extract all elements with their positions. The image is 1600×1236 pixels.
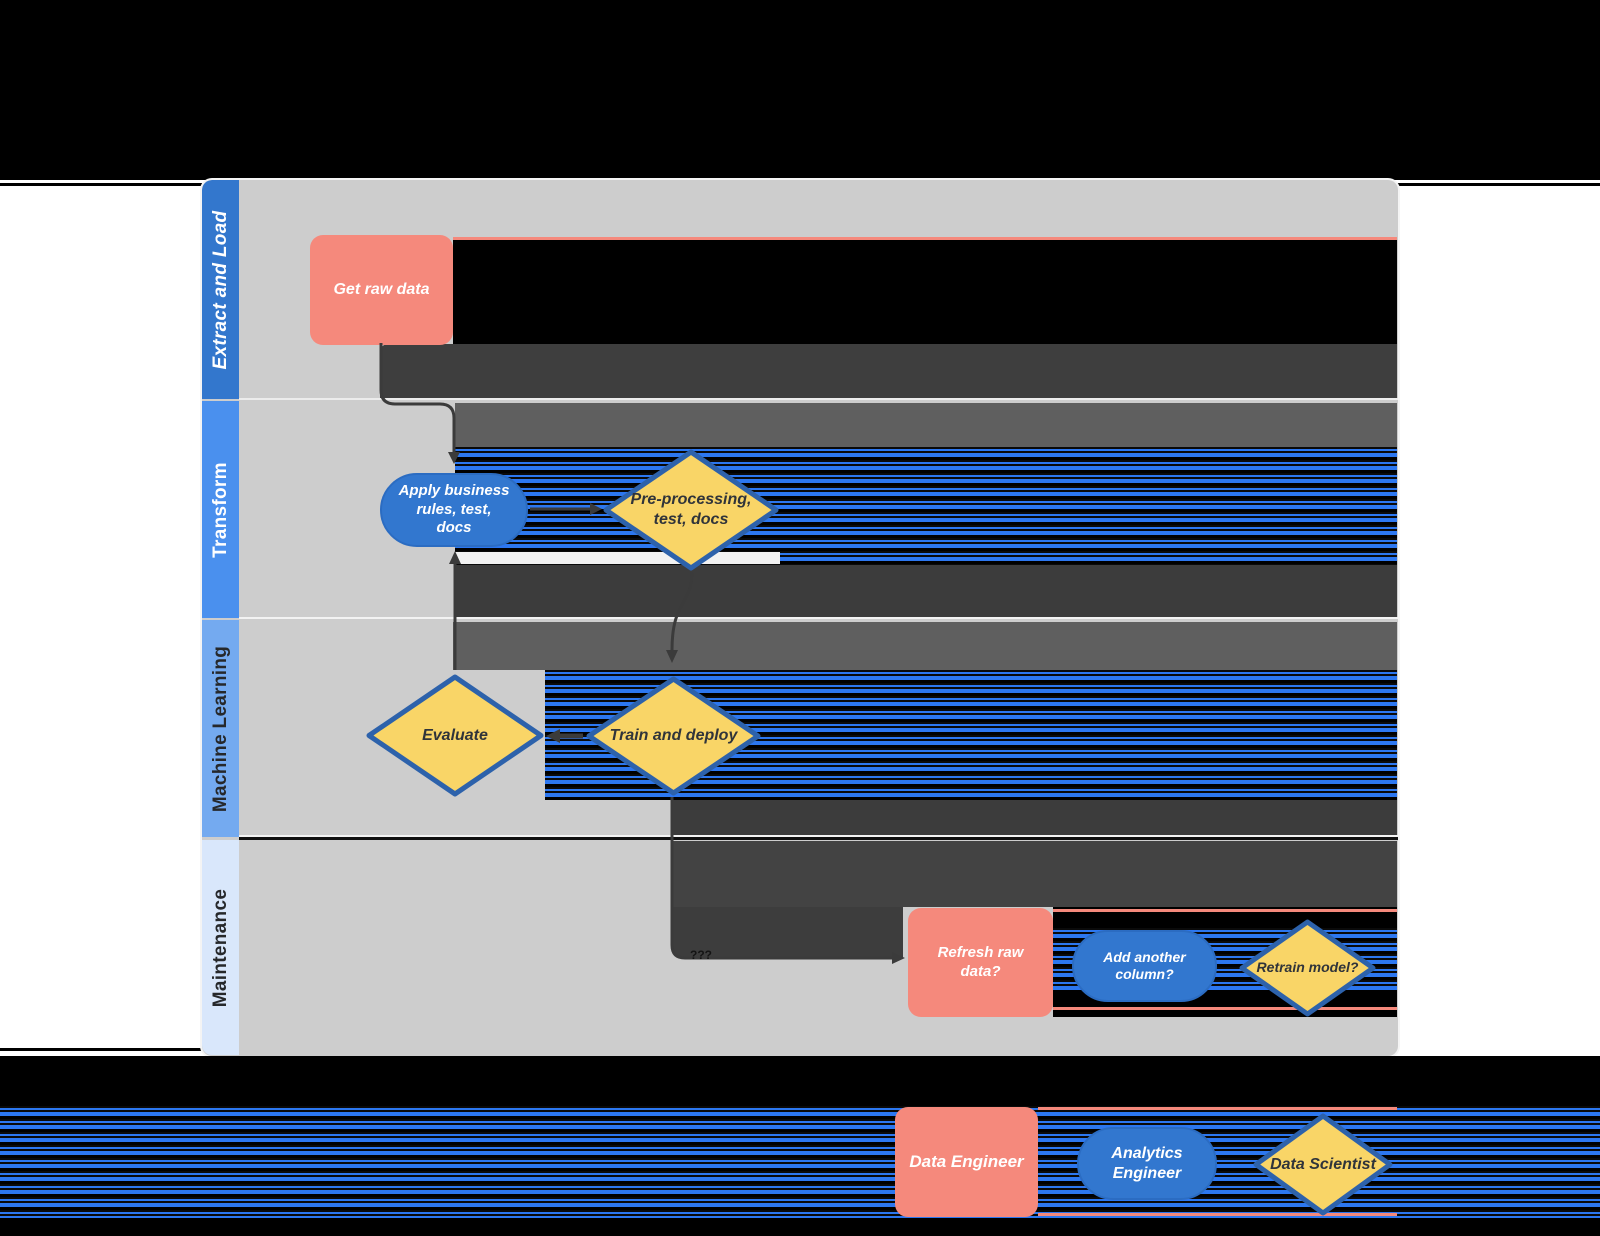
diamond-shape-icon [586,676,761,796]
right-margin-line [1397,183,1600,186]
node-label: Pre-processing, test, docs [630,491,752,528]
left-bottom-margin-line [0,1048,202,1051]
node-label: Get raw data [333,281,430,298]
legend-analytics-engineer: Analytics Engineer [1077,1127,1217,1200]
node-train-and-deploy: Train and deploy [585,675,762,797]
node-label: Retrain model? [1256,959,1359,976]
node-label: Apply business rules, test, docs [398,481,510,537]
artifact-salmon-line-bottom [1053,1007,1397,1010]
node-label: Evaluate [422,726,488,744]
swimlane-diagram: Extract and Load Transform Machine Learn… [202,180,1398,1056]
lane-label: Transform [209,461,231,558]
node-label: Train and deploy [609,727,738,744]
lane-header-extract-and-load: Extract and Load [202,180,239,399]
artifact-dark-band-extract-bottom [380,344,1397,399]
left-margin-line [0,183,202,186]
artifact-black-band-extract [453,237,1397,349]
artifact-stripe-band-transform [455,447,1397,565]
connector-question-label: ??? [690,948,712,962]
lane-label: Maintenance [209,888,231,1007]
legend-data-engineer: Data Engineer [895,1107,1038,1217]
artifact-dark-band-maintenance-top [672,841,1397,907]
node-label: Refresh raw data? [937,943,1024,980]
lane-label: Machine Learning [209,645,231,812]
node-apply-business-rules: Apply business rules, test, docs [380,473,528,547]
diamond-shape-icon [603,449,779,571]
lane-header-machine-learning: Machine Learning [202,620,239,837]
artifact-dark-band-ml-top [453,622,1397,670]
node-retrain-model: Retrain model? [1238,918,1377,1018]
node-evaluate: Evaluate [365,673,545,798]
legend-data-scientist: Data Scientist [1252,1112,1394,1217]
lane-divider-1 [239,398,1398,400]
legend-label: Data Scientist [1270,1155,1376,1173]
node-add-another-column: Add another column? [1072,930,1217,1002]
node-pre-processing: Pre-processing, test, docs [602,448,780,572]
lane-divider-3-dark [239,837,1398,840]
lane-header-transform: Transform [202,401,239,618]
lane-divider-2 [239,617,1398,619]
top-black-band [0,0,1600,180]
artifact-dark-band-ml-bottom [672,800,1397,838]
lane-header-maintenance: Maintenance [202,840,239,1055]
artifact-dark-band-transform-top [455,403,1397,447]
artifact-salmon-line-top [1053,909,1397,912]
node-get-raw-data: Get raw data [310,235,453,345]
artifact-dark-band-transform-bottom [455,565,1397,618]
diamond-shape-icon [366,674,544,797]
diamond-shape-icon [1239,919,1376,1017]
legend-label: Analytics Engineer [1111,1144,1183,1182]
artifact-salmon-line-legend-bottom [1038,1213,1397,1216]
node-label: Add another column? [1103,948,1186,983]
legend-label: Data Engineer [909,1152,1024,1172]
artifact-salmon-line-legend-top [1038,1107,1397,1110]
diamond-shape-icon [1253,1113,1393,1216]
lane-label: Extract and Load [209,210,231,369]
node-refresh-raw-data: Refresh raw data? [908,908,1053,1017]
